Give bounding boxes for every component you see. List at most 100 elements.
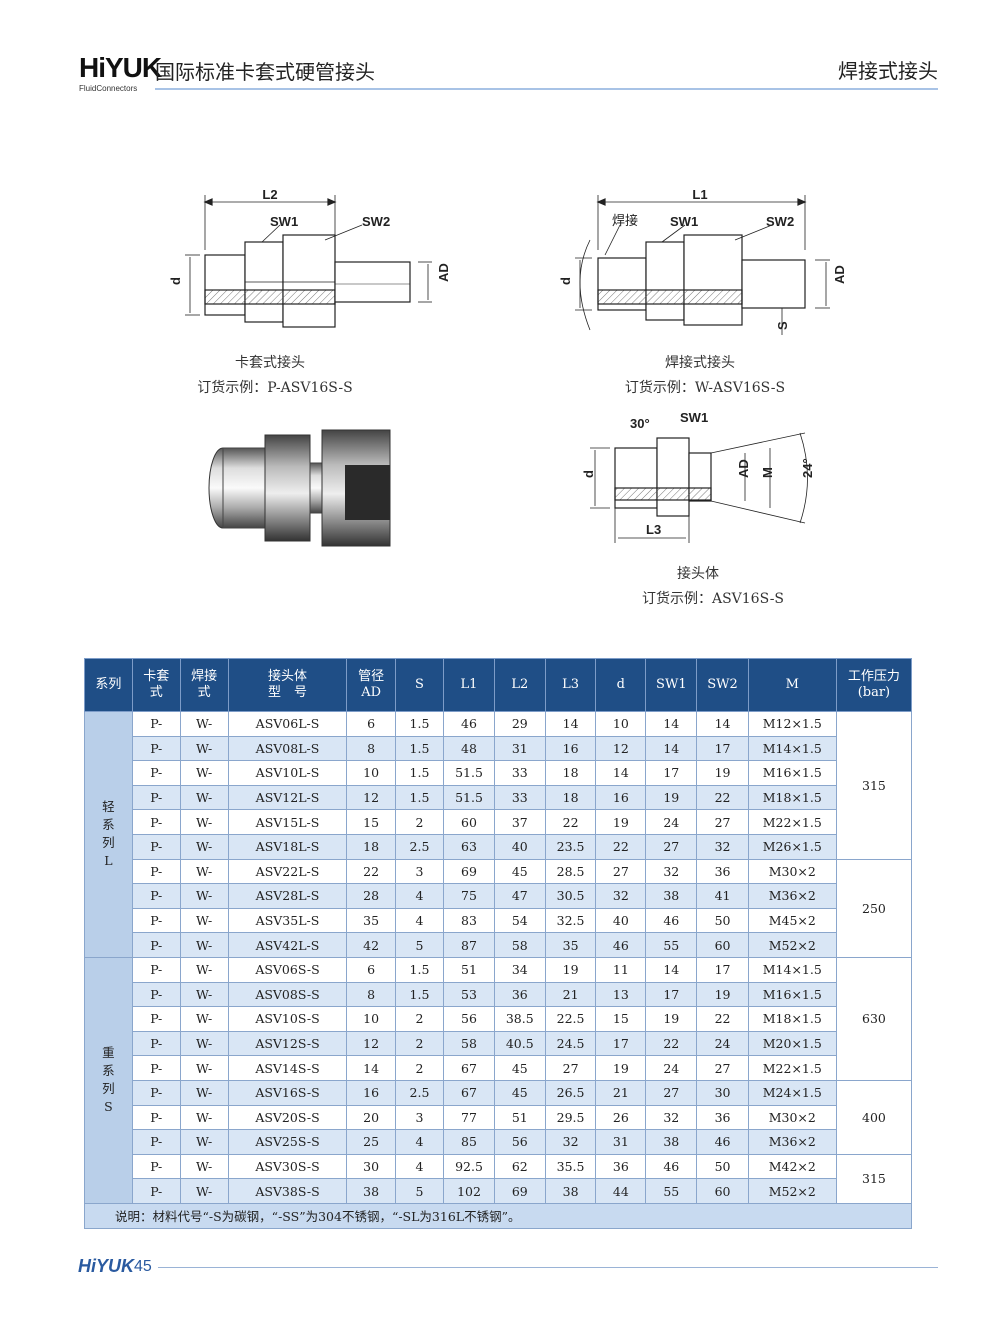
cell-p: P- — [131, 956, 181, 983]
cell-model: ASV20S-S — [227, 1104, 348, 1131]
cell-model: ASV35L-S — [227, 907, 348, 934]
cell-l3: 29.5 — [544, 1104, 597, 1131]
col-header-pressure: 工作压力(bar) — [835, 658, 913, 712]
cell-p: P- — [131, 1030, 181, 1057]
cell-l2: 40 — [493, 833, 546, 860]
cell-sw1: 24 — [645, 809, 698, 835]
cell-s: 4 — [394, 1129, 445, 1155]
cell-model: ASV18L-S — [227, 833, 348, 860]
cell-d: 13 — [595, 981, 647, 1008]
cell-s: 2.5 — [394, 1079, 445, 1106]
cell-p: P- — [131, 1153, 181, 1180]
col-header-weld: 焊接式 — [179, 658, 229, 712]
cell-sw1: 19 — [645, 784, 698, 811]
cell-s: 1.5 — [394, 956, 445, 983]
figure2-title: 焊接式接头 — [665, 355, 735, 371]
cell-l3: 32 — [544, 1129, 597, 1155]
cell-d: 27 — [595, 858, 647, 885]
cell-model: ASV12L-S — [227, 784, 348, 811]
dim-label-d: d — [581, 470, 596, 478]
cell-s: 4 — [394, 883, 445, 909]
cell-s: 3 — [394, 1104, 445, 1131]
cell-ad: 25 — [346, 1129, 396, 1155]
cell-d: 16 — [595, 784, 647, 811]
cell-l1: 77 — [443, 1104, 495, 1131]
cell-m: M42×2 — [747, 1153, 837, 1180]
cell-s: 1.5 — [394, 735, 445, 762]
cell-sw2: 60 — [696, 932, 749, 958]
cell-l2: 38.5 — [493, 1006, 546, 1032]
col-header-l2: L2 — [493, 658, 546, 712]
cell-l3: 18 — [544, 760, 597, 786]
figure3-title: 接头体 — [677, 566, 719, 582]
cell-sw1: 38 — [645, 1129, 698, 1155]
cell-p: P- — [131, 932, 181, 958]
cell-w: W- — [179, 858, 229, 885]
cell-l2: 62 — [493, 1153, 546, 1180]
cell-ad: 8 — [346, 735, 396, 762]
dim-label-d: d — [168, 277, 183, 285]
cell-l3: 22 — [544, 809, 597, 835]
cell-p: P- — [131, 1055, 181, 1081]
cell-sw2: 24 — [696, 1030, 749, 1057]
cell-ad: 12 — [346, 784, 396, 811]
cell-l3: 16 — [544, 735, 597, 762]
cell-ad: 16 — [346, 1079, 396, 1106]
cell-d: 21 — [595, 1079, 647, 1106]
dim-label-d: d — [558, 277, 573, 285]
cell-l2: 31 — [493, 735, 546, 762]
dim-label-ad: AD — [832, 265, 847, 284]
cell-s: 1.5 — [394, 981, 445, 1008]
cell-m: M12×1.5 — [747, 711, 837, 737]
cell-pressure: 315 — [835, 1153, 913, 1204]
col-header-l3: L3 — [544, 658, 597, 712]
cell-s: 2 — [394, 1055, 445, 1081]
cell-model: ASV15L-S — [227, 809, 348, 835]
cell-d: 26 — [595, 1104, 647, 1131]
cell-w: W- — [179, 883, 229, 909]
cell-l2: 33 — [493, 760, 546, 786]
cell-sw2: 30 — [696, 1079, 749, 1106]
col-header-ferrule: 卡套式 — [131, 658, 181, 712]
dim-label-sw1: SW1 — [670, 214, 698, 229]
cell-w: W- — [179, 809, 229, 835]
cell-ad: 22 — [346, 858, 396, 885]
cell-l1: 46 — [443, 711, 495, 737]
cell-sw1: 55 — [645, 1178, 698, 1204]
cell-m: M36×2 — [747, 1129, 837, 1155]
cell-l1: 69 — [443, 858, 495, 885]
cell-l1: 85 — [443, 1129, 495, 1155]
cell-s: 2 — [394, 1030, 445, 1057]
cell-d: 15 — [595, 1006, 647, 1032]
cell-model: ASV10L-S — [227, 760, 348, 786]
cell-w: W- — [179, 833, 229, 860]
cell-sw2: 50 — [696, 907, 749, 934]
cell-l1: 51 — [443, 956, 495, 983]
brand-logo: HiYUK — [79, 52, 162, 83]
section-title: 焊接式接头 — [838, 59, 938, 83]
cell-sw1: 14 — [645, 711, 698, 737]
cell-sw2: 27 — [696, 809, 749, 835]
cell-ad: 8 — [346, 981, 396, 1008]
cell-l2: 56 — [493, 1129, 546, 1155]
cell-w: W- — [179, 1178, 229, 1204]
cell-l1: 53 — [443, 981, 495, 1008]
dim-label-l2: L2 — [262, 187, 277, 202]
cell-w: W- — [179, 932, 229, 958]
figure1-title: 卡套式接头 — [235, 355, 305, 371]
cell-w: W- — [179, 981, 229, 1008]
weld-fitting-drawing: L1 焊接 SW1 SW2 d AD S — [558, 187, 847, 335]
cell-p: P- — [131, 735, 181, 762]
cell-w: W- — [179, 1055, 229, 1081]
cell-ad: 28 — [346, 883, 396, 909]
footer-logo: HiYUK — [78, 1256, 135, 1276]
cell-sw1: 27 — [645, 833, 698, 860]
cell-m: M26×1.5 — [747, 833, 837, 860]
dim-label-sw2: SW2 — [362, 214, 390, 229]
dim-label-ad: AD — [736, 459, 751, 478]
cell-sw2: 14 — [696, 711, 749, 737]
